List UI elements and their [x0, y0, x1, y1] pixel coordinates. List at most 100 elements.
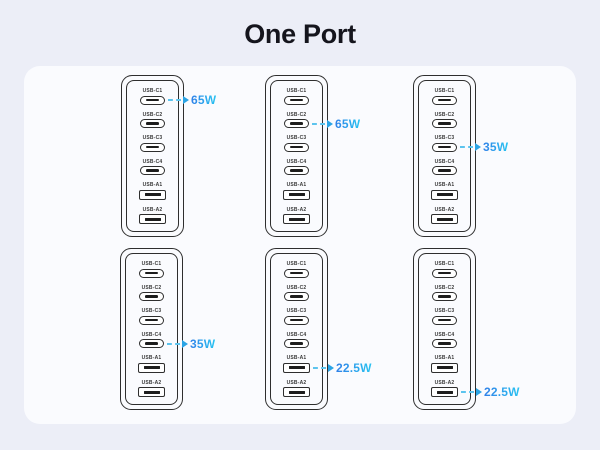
port-pin: [290, 145, 303, 149]
usb-c-port-icon: [284, 95, 309, 105]
usb-c-port-icon: [432, 268, 457, 278]
port-label: USB-A1: [141, 355, 162, 361]
port-group: USB-C2: [140, 111, 165, 128]
wattage-callout: 65W: [168, 93, 216, 107]
port-pin: [438, 295, 451, 298]
usb-c-port-icon: [139, 315, 164, 325]
wattage-callout: 35W: [167, 337, 215, 351]
port-group: USB-A1: [431, 182, 458, 200]
wattage-callout: 22.5W: [313, 361, 372, 375]
usb-c-port-icon: [140, 166, 165, 175]
usb-c-port-icon: 35W: [432, 140, 508, 154]
port-pin: [288, 193, 305, 196]
usb-a-port-icon: [138, 387, 165, 397]
port-group: USB-C4: [140, 158, 165, 175]
port-label: USB-C4: [142, 158, 163, 165]
port-label: USB-A1: [142, 182, 163, 188]
port-label: USB-C1: [286, 88, 307, 94]
port-label: USB-A1: [434, 182, 455, 188]
port-group: USB-C4: [432, 158, 457, 175]
port-label: USB-C3: [286, 308, 307, 314]
usb-c-port-icon: [139, 268, 164, 278]
port-pin: [288, 217, 305, 221]
port-label: USB-A2: [286, 379, 307, 386]
port-group: USB-C2: [139, 285, 164, 301]
usb-c-port-icon: [432, 292, 457, 301]
usb-a-port-icon: [431, 214, 458, 224]
port-group: USB-C4: [284, 332, 309, 348]
port-pin: [145, 271, 158, 275]
port-pin: [288, 390, 305, 394]
port-pin: [144, 217, 161, 221]
port-pin: [146, 145, 159, 149]
port-pin: [436, 366, 453, 369]
wattage-label: 22.5W: [336, 360, 372, 375]
port-pin: [438, 169, 451, 172]
usb-c-port-icon: [432, 95, 457, 105]
arrow-head-icon: [476, 388, 482, 396]
port-group: USB-A1: [431, 355, 458, 373]
wattage-label: 65W: [191, 93, 217, 107]
dashed-arrow-line: [313, 366, 326, 369]
usb-a-port-icon: [283, 214, 310, 224]
usb-a-port-icon: [431, 362, 458, 373]
port-pin: [290, 318, 303, 322]
dashed-arrow-line: [167, 342, 180, 345]
page-title: One Port: [244, 19, 356, 49]
usb-c-port-icon: [432, 315, 457, 325]
port-pin: [145, 342, 158, 345]
port-label: USB-A1: [434, 355, 455, 361]
port-label: USB-A1: [286, 355, 307, 361]
port-pin: [144, 193, 161, 196]
port-pin: [436, 390, 453, 394]
port-group: USB-C4 35W: [139, 331, 215, 351]
wattage-callout: 65W: [312, 117, 360, 131]
port-pin: [436, 217, 453, 221]
port-group: USB-C1: [139, 261, 164, 278]
port-pin: [290, 271, 303, 275]
port-group: USB-A2: [431, 207, 458, 224]
port-label: USB-C3: [141, 308, 162, 314]
port-label: USB-C4: [434, 331, 455, 338]
usb-a-port-icon: [139, 189, 166, 200]
port-label: USB-A1: [286, 182, 307, 188]
port-label: USB-C3: [142, 135, 163, 141]
wattage-label: 35W: [190, 336, 216, 351]
wattage-label: 35W: [483, 140, 509, 154]
port-label: USB-A2: [141, 379, 162, 386]
port-group: USB-A1 22.5W: [283, 355, 371, 375]
port-group: USB-C1: [432, 88, 457, 105]
wattage-label: 22.5W: [484, 385, 520, 399]
port-label: USB-C1: [434, 261, 455, 267]
usb-a-port-icon: 22.5W: [283, 361, 371, 375]
port-pin: [145, 318, 158, 322]
port-pin: [146, 122, 159, 125]
port-group: USB-C3: [284, 135, 309, 152]
port-pin: [290, 122, 303, 125]
port-label: USB-C4: [141, 331, 162, 338]
usb-c-port-icon: [140, 142, 165, 152]
wattage-label: 65W: [335, 116, 361, 131]
port-label: USB-C2: [434, 284, 455, 291]
port-pin: [290, 169, 303, 172]
port-label: USB-C1: [434, 88, 455, 94]
port-label: USB-A2: [286, 206, 307, 213]
port-label: USB-C2: [142, 111, 163, 118]
port-pin: [438, 342, 451, 345]
port-label: USB-C4: [434, 158, 455, 165]
usb-a-port-icon: [283, 387, 310, 397]
port-label: USB-C1: [286, 261, 307, 267]
port-group: USB-A2: [283, 206, 310, 224]
usb-a-port-icon: [139, 214, 166, 224]
